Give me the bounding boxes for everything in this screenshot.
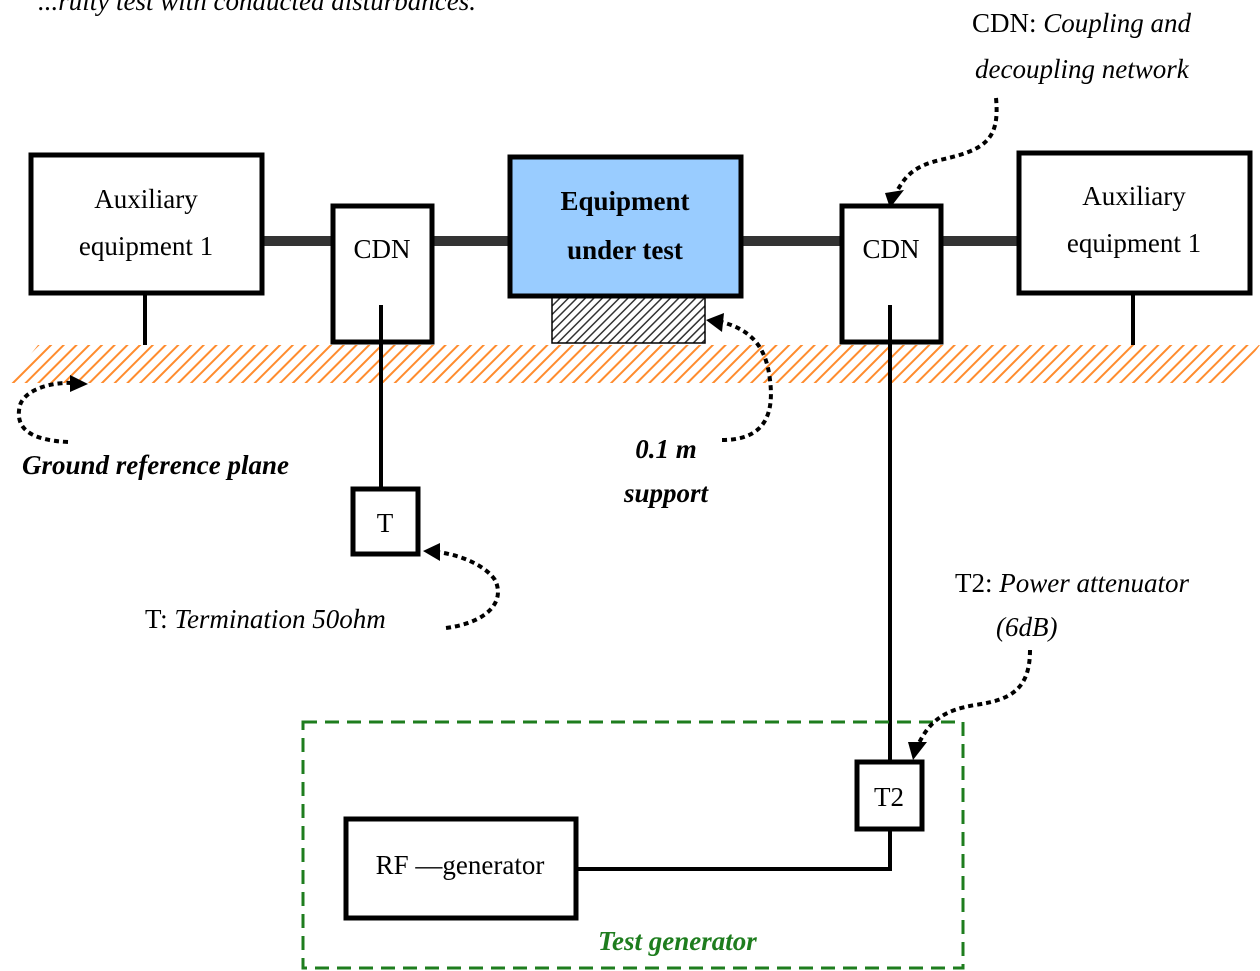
annotation-arrows [16,97,1032,760]
termination-note-prefix: T: [145,604,174,634]
cdn-left-label: CDN [353,234,410,264]
eut-line2: under test [567,235,683,265]
eut-line1: Equipment [560,186,689,216]
cdn-note-line2: decoupling network [975,54,1190,84]
ground-reference-plane [8,345,1260,383]
attenuator-note-prefix: T2: [955,568,999,598]
termination-label: T [377,508,394,538]
termination-note: T: Termination 50ohm [145,604,386,634]
aux-left-line2: equipment 1 [79,231,213,261]
cdn-left: CDN [330,203,435,345]
ground-plane-arrow [16,380,73,444]
top-caption: ...ruity test with conducted disturbance… [38,0,476,16]
attenuator-note-line2: (6dB) [996,612,1057,642]
support-label-line2: support [623,478,710,508]
rf-generator-box: RF —generator [343,816,579,921]
support-arrow-head [706,313,724,332]
cdn-note-prefix: CDN: [972,8,1043,38]
attenuator-note-desc: Power attenuator [998,568,1189,598]
eut-support [551,295,706,344]
aux-right-line1: Auxiliary [1082,181,1186,211]
support-arrow [721,320,773,442]
termination-arrow-head [423,543,440,561]
cdn-note-line1: CDN: Coupling and [972,8,1192,38]
attenuator-arrow [916,649,1032,746]
ground-plane-label: Ground reference plane [22,450,289,480]
equipment-under-test: Equipment under test [507,154,744,299]
attenuator-box: T2 [854,759,925,832]
ground-arrow-head [70,375,88,392]
termination-note-desc: Termination 50ohm [174,604,385,634]
cdn-note-desc-1: Coupling and [1043,8,1191,38]
test-generator-label: Test generator [598,926,757,956]
aux-right-line2: equipment 1 [1067,228,1201,258]
rf-generator-label: RF —generator [376,850,545,880]
support-label-line1: 0.1 m [635,434,697,464]
termination-box: T [350,486,421,557]
cdn-arrow-head [885,190,904,208]
cdn-right: CDN [839,203,944,345]
termination-arrow [437,550,500,630]
attenuator-arrow-head [908,742,927,760]
attenuator-label: T2 [874,782,904,812]
auxiliary-equipment-right: Auxiliary equipment 1 [1016,150,1253,296]
cdn-note-arrow [893,97,999,196]
aux-left-line1: Auxiliary [94,184,198,214]
attenuator-note-line1: T2: Power attenuator [955,568,1189,598]
cdn-right-label: CDN [862,234,919,264]
test-generator-region [301,720,965,970]
auxiliary-equipment-left: Auxiliary equipment 1 [28,152,265,296]
